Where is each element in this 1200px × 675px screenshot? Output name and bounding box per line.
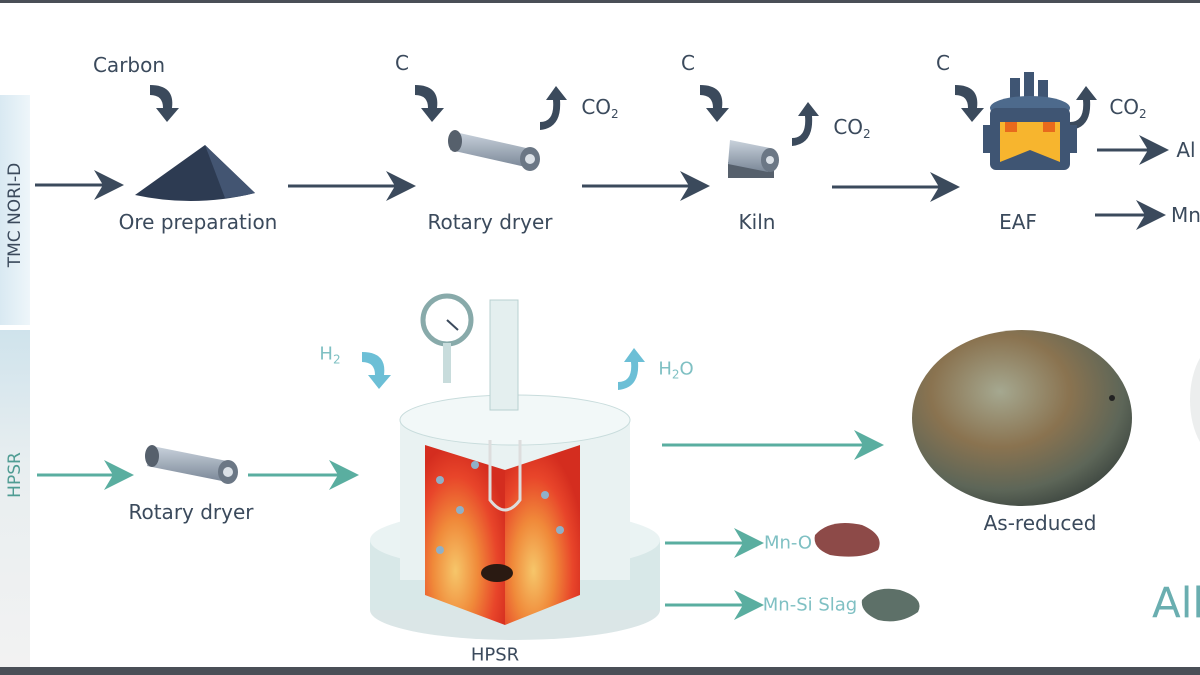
carbon-input-label-eaf: C [936,51,950,75]
step-label-as-reduced: As-reduced [983,511,1097,535]
hpsr-reactor-icon [370,293,660,640]
kiln-icon [728,140,779,178]
co2-subscript: 2 [863,127,871,141]
step-label-kiln: Kiln [738,210,776,234]
alloy-partial-image [1190,358,1200,442]
mn-si-slag-rock-icon [861,588,920,622]
co2-output-label-dryer: CO2 [581,95,618,121]
row-band-hpsr [0,330,30,667]
step-label-hpsr: HPSR [470,644,520,666]
sphere-hole [1109,395,1115,401]
co2-up-arrow-icons [540,86,1097,146]
h2o-text-h: H [658,358,672,380]
row-band-tmc [0,95,30,325]
eaf-furnace-icon [983,72,1077,170]
ore-pile-icon [135,145,255,202]
step-label-ore-preparation: Ore preparation [118,210,278,234]
co2-text: CO [581,95,612,119]
co2-text: CO [833,115,864,139]
step-label-rotary-dryer-hpsr: Rotary dryer [128,500,254,524]
carbon-input-label-kiln: C [681,51,695,75]
top-border [0,0,1200,3]
curved-input-arrow-icons [150,85,984,122]
co2-output-label-eaf: CO2 [1109,95,1146,121]
h2o-output-label: H2O [658,359,693,382]
bottom-border [0,667,1200,675]
h2o-text-o: O [679,358,694,380]
h2-subscript: 2 [332,352,341,367]
rotary-dryer-icon-hpsr [145,445,238,484]
co2-subscript: 2 [611,107,619,121]
output-label-al: Al [1176,138,1196,162]
step-label-rotary-dryer: Rotary dryer [427,210,553,234]
h2-text: H [319,343,333,365]
carbon-input-label: Carbon [92,53,166,77]
step-label-eaf: EAF [999,210,1037,234]
h2-input-label: H2 [319,344,340,367]
carbon-input-label-dryer: C [395,51,409,75]
byproduct-label-mn-si-slag: Mn-Si Slag [762,594,858,616]
alloy-label-partial: All [1151,578,1200,628]
co2-text: CO [1109,95,1140,119]
flow-arrows-top [35,135,1169,230]
co2-subscript: 2 [1139,107,1147,121]
output-label-mn: Mn [1171,203,1200,227]
flow-arrows-bottom [37,430,884,620]
h2o-up-arrow-icon [618,348,645,390]
as-reduced-sphere-image [912,330,1132,506]
h2o-subscript: 2 [671,367,680,382]
co2-output-label-kiln: CO2 [833,115,870,141]
byproduct-label-mn-o: Mn-O [763,532,813,554]
mn-o-rock-icon [814,522,880,557]
h2-curved-arrow-icon [362,352,391,389]
rotary-dryer-icon [448,130,540,171]
